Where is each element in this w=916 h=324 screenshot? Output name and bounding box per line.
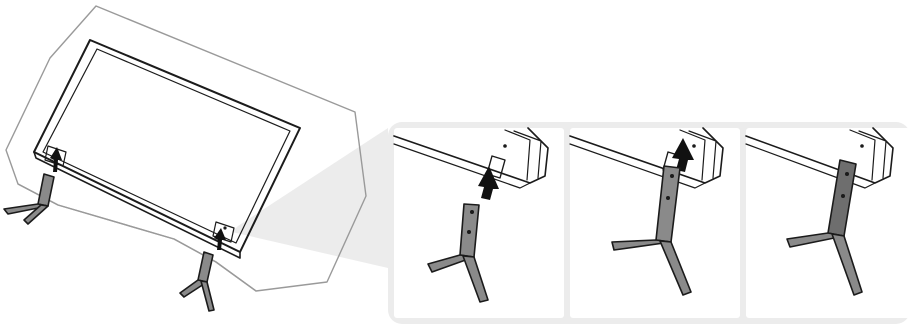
stand-leg-icon [427, 203, 489, 303]
tv-back-icon [33, 39, 301, 259]
step-1-panel [393, 127, 564, 318]
up-arrow-icon [478, 166, 499, 200]
stand-leg-icon [611, 165, 692, 296]
hole-icon [223, 226, 227, 230]
stand-leg-icon [786, 159, 863, 296]
step-2-panel [569, 127, 740, 318]
step-3-panel [745, 127, 910, 318]
stand-leg-icon [179, 251, 215, 312]
up-arrow-icon [214, 228, 226, 250]
up-arrow-icon [50, 147, 62, 172]
up-arrow-icon [672, 138, 694, 172]
stand-leg-icon [3, 173, 55, 225]
